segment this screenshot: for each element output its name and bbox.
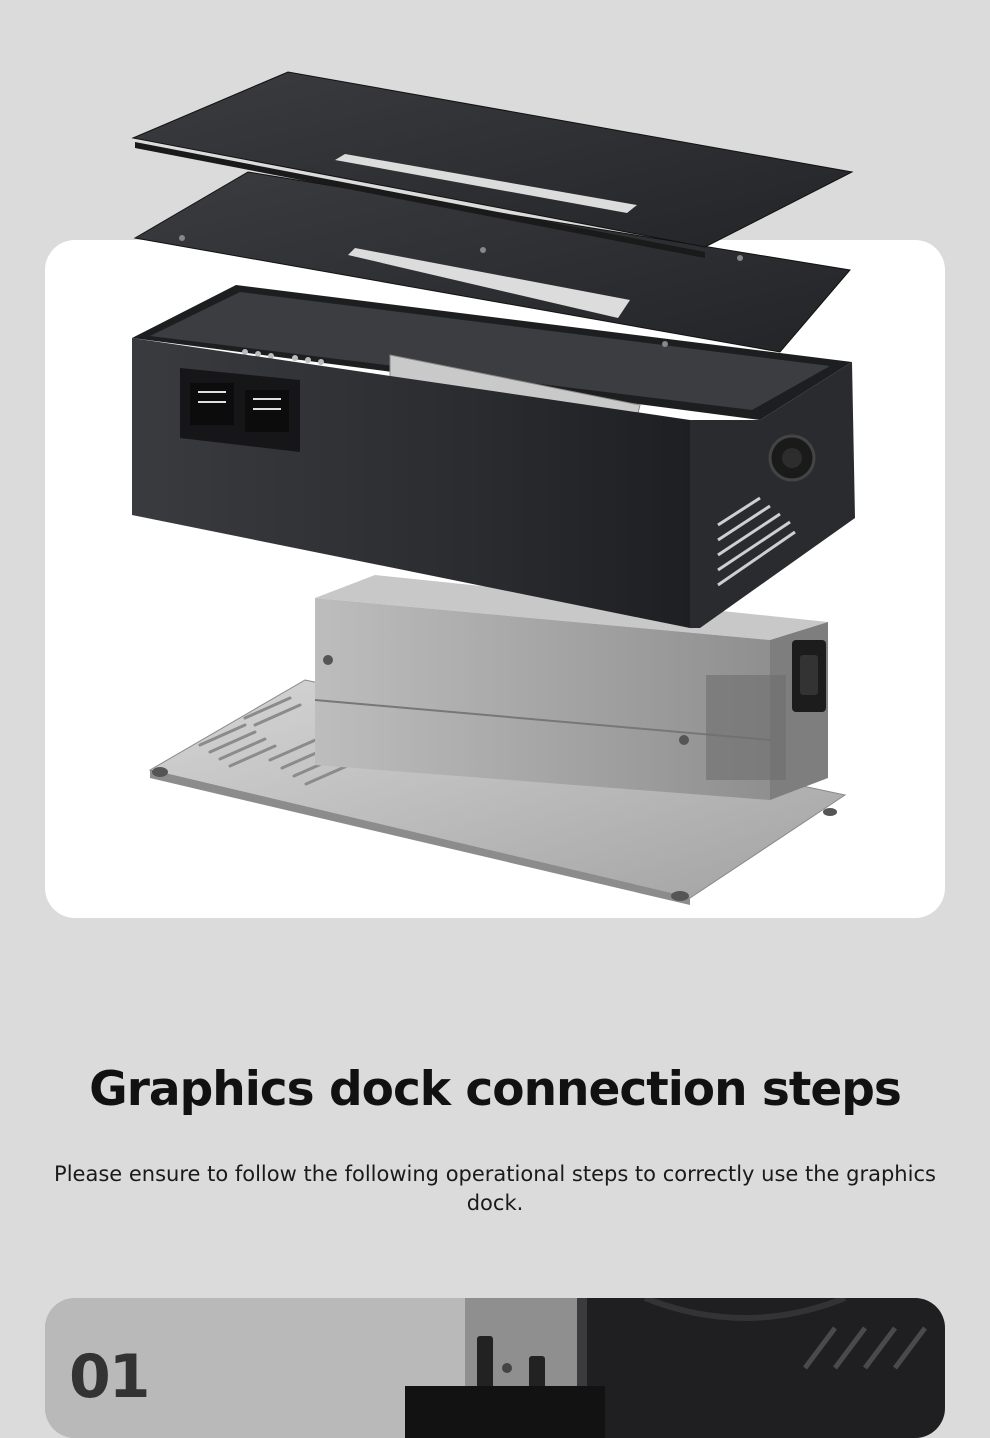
step-number: 01	[69, 1342, 150, 1412]
top-plate	[131, 71, 854, 258]
dock-enclosure	[132, 285, 855, 628]
graphics-dock-photo	[45, 1298, 945, 1438]
power-supply	[314, 575, 828, 800]
section-subtitle: Please ensure to follow the following op…	[54, 1162, 936, 1215]
graphics-dock-exploded-view	[131, 71, 855, 905]
step-card: 01	[45, 1298, 945, 1438]
section-title: Graphics dock connection steps	[89, 1062, 902, 1117]
middle-plate	[133, 171, 851, 353]
